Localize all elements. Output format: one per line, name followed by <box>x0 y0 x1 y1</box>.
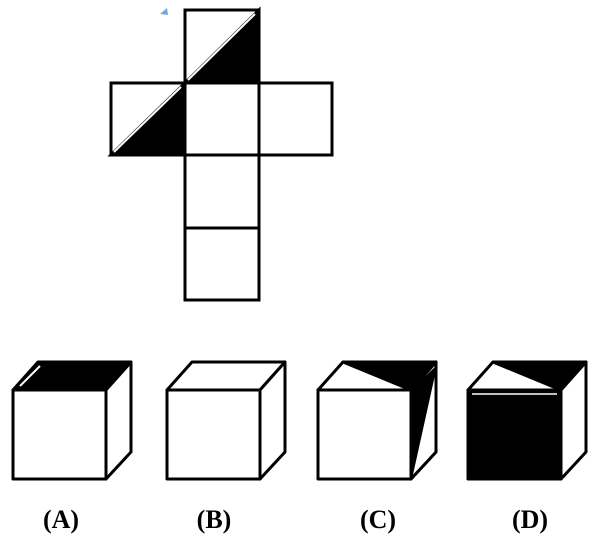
option-c-label: (C) <box>359 505 397 534</box>
cube-net <box>107 6 334 302</box>
net-face-bottom-1 <box>183 153 261 230</box>
net-face-bottom-2 <box>183 226 261 302</box>
option-a-label: (A) <box>42 505 80 534</box>
cube-option-a <box>11 360 133 481</box>
net-face-right <box>257 81 334 157</box>
option-d-label: (D) <box>511 505 549 534</box>
cube-option-c <box>316 360 438 481</box>
option-b-label: (B) <box>196 505 232 534</box>
net-face-top <box>181 6 261 85</box>
cube-option-b <box>165 360 287 481</box>
corner-mark <box>160 8 168 15</box>
net-face-center <box>183 81 261 157</box>
net-face-left <box>107 79 187 157</box>
cube-option-d <box>466 360 588 481</box>
